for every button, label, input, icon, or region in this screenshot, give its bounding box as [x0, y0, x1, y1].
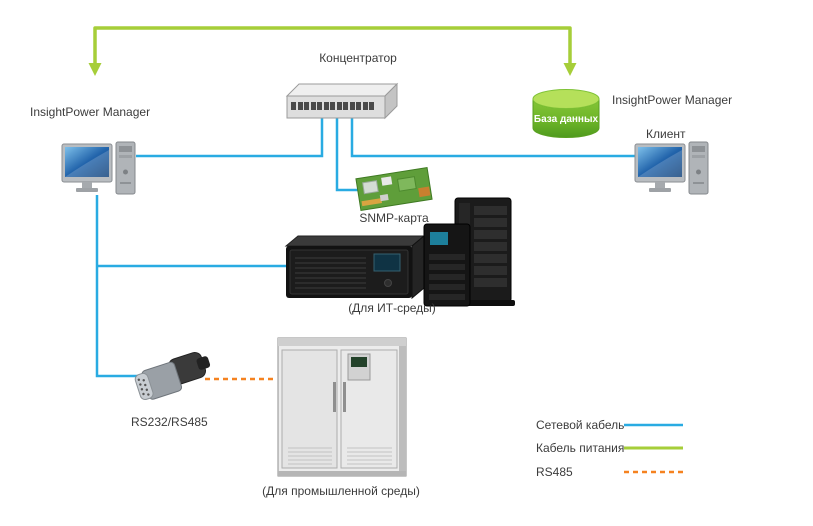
network-line-hub-to-left-pc [136, 118, 324, 158]
it-environment-label: (Для ИТ-среды) [348, 301, 436, 315]
power-arrow-left [88, 63, 102, 76]
client-label: Клиент [646, 127, 686, 141]
database-label: База данных [534, 114, 599, 125]
network-line-hub-to-snmp [335, 118, 362, 192]
hub-device [285, 82, 399, 120]
computer-right [634, 141, 709, 195]
legend-network-label: Сетевой кабель [536, 418, 624, 432]
network-cable-lines [95, 118, 636, 378]
legend-power-label: Кабель питания [536, 441, 624, 455]
snmp-card [355, 166, 433, 212]
manager-right-label: InsightPower Manager [612, 93, 732, 107]
computer-left [61, 141, 136, 195]
industrial-ups-cabinet [277, 337, 407, 477]
power-arrow-right [563, 63, 577, 76]
serial-connector [134, 351, 211, 401]
network-line-pc-to-serial [95, 195, 143, 378]
hub-label: Концентратор [319, 51, 397, 65]
legend: Сетевой кабель Кабель питания RS485 [536, 418, 683, 479]
snmp-label: SNMP-карта [359, 211, 429, 225]
rs232-label: RS232/RS485 [131, 415, 208, 429]
database-cylinder: База данных [532, 89, 600, 138]
tower-ups-group [423, 197, 515, 307]
tower-ups-display [430, 232, 448, 245]
industrial-environment-label: (Для промышленной среды) [262, 484, 420, 498]
rack-ups [284, 234, 426, 300]
rack-ups-display [373, 253, 401, 272]
legend-rs485-label: RS485 [536, 465, 573, 479]
power-cable-line [93, 26, 572, 65]
network-line-hub-to-right-pc [350, 118, 636, 158]
hub-ports [291, 102, 374, 110]
manager-left-label: InsightPower Manager [30, 105, 150, 119]
